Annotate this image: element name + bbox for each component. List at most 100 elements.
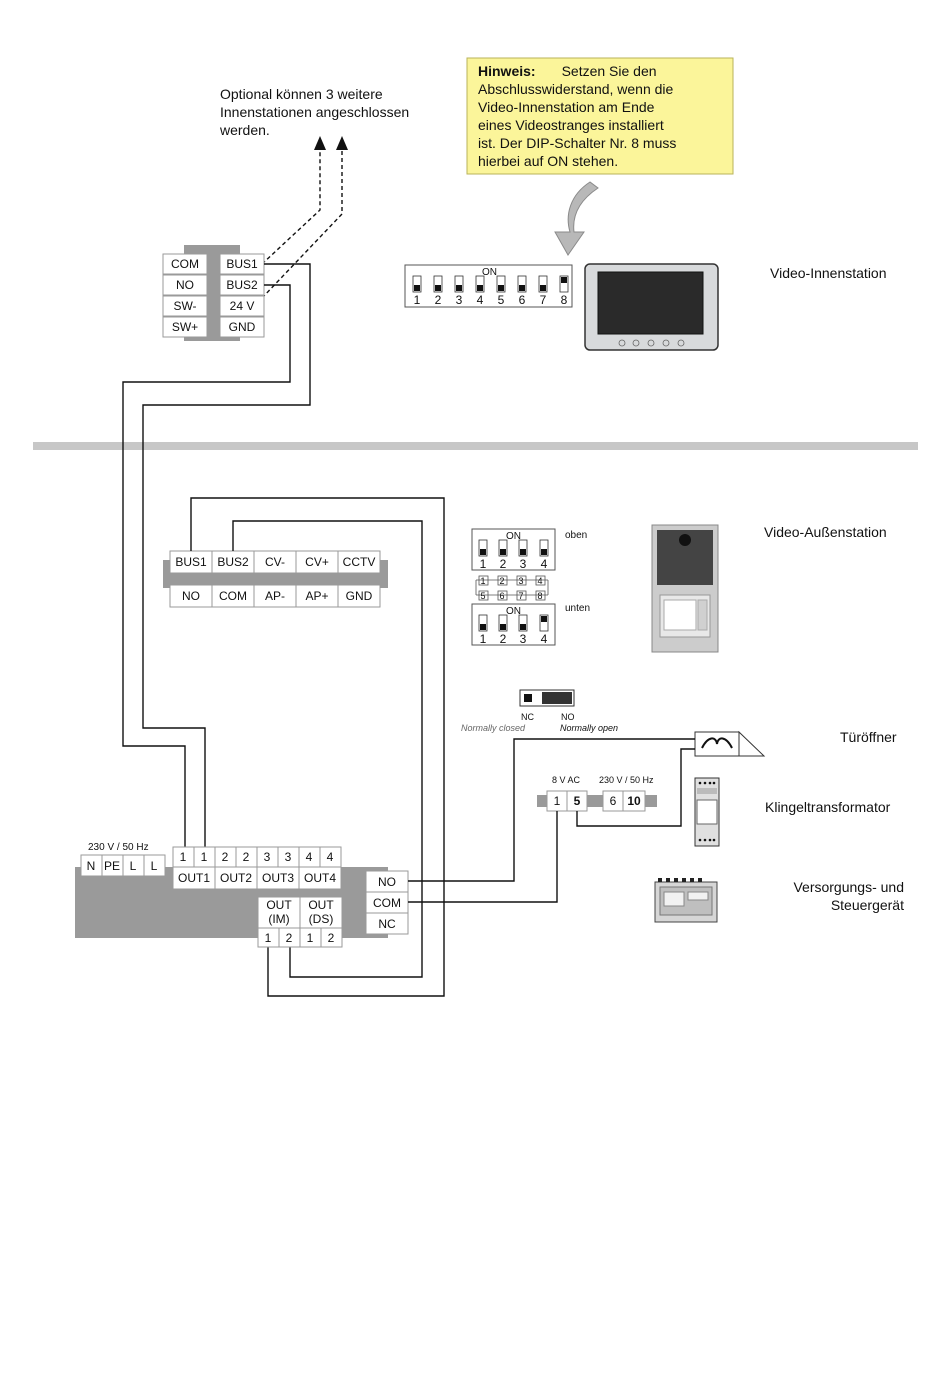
svg-text:hierbei auf ON stehen.: hierbei auf ON stehen.	[478, 153, 618, 169]
wire-outdoor-bus2	[232, 520, 423, 978]
svg-text:7: 7	[540, 293, 547, 307]
terminal-com: COM	[171, 257, 199, 271]
svg-text:5: 5	[498, 293, 505, 307]
svg-text:COM: COM	[373, 896, 401, 910]
terminal-bus1: BUS1	[226, 257, 258, 271]
svg-text:1: 1	[480, 576, 485, 586]
svg-text:2: 2	[222, 850, 229, 864]
wire-bus2	[122, 284, 291, 848]
svg-text:ON: ON	[506, 531, 521, 542]
label-bell-transformer: Klingeltransformator	[765, 799, 891, 815]
arrow-up-icon	[314, 136, 326, 150]
svg-text:1: 1	[201, 850, 208, 864]
controller-unit: 230 V / 50 Hz N PE L L 1 1 2 2 3 3 4 4 O…	[75, 842, 409, 948]
svg-text:7: 7	[518, 591, 523, 601]
svg-text:2: 2	[500, 632, 507, 646]
svg-text:N: N	[87, 859, 96, 873]
label-door-opener: Türöffner	[840, 729, 897, 745]
svg-text:(IM): (IM)	[268, 912, 289, 926]
svg-text:4: 4	[541, 557, 548, 571]
svg-text:Optional können 3 weitere: Optional können 3 weitere	[220, 86, 383, 102]
svg-text:NO: NO	[561, 712, 575, 722]
svg-text:CV+: CV+	[305, 555, 329, 569]
svg-text:1: 1	[480, 557, 487, 571]
dip-switch-outdoor: ON 1 2 3 4 oben 1 2 3 4 5 6 7 8	[471, 528, 590, 646]
svg-text:5: 5	[480, 591, 485, 601]
optional-bus1-line	[261, 140, 321, 265]
wire-transformer-5	[576, 748, 695, 827]
hint-box: Hinweis:Setzen Sie den Abschlusswidersta…	[466, 57, 734, 175]
svg-text:230 V / 50 Hz: 230 V / 50 Hz	[88, 842, 149, 853]
svg-text:werden.: werden.	[219, 122, 270, 138]
svg-text:Normally closed: Normally closed	[461, 723, 526, 733]
svg-text:1: 1	[307, 931, 314, 945]
outdoor-terminal-block: BUS1 BUS2 CV- CV+ CCTV NO COM AP- AP+ GN…	[163, 550, 388, 608]
svg-text:OUT3: OUT3	[262, 871, 294, 885]
svg-text:8 V AC: 8 V AC	[552, 775, 581, 785]
label-supply-unit: Versorgungs- und	[793, 879, 904, 895]
label-outdoor-station: Video-Außenstation	[764, 524, 887, 540]
svg-text:AP-: AP-	[265, 589, 285, 603]
bell-transformer-icon	[694, 777, 720, 847]
svg-text:OUT4: OUT4	[304, 871, 336, 885]
svg-text:3: 3	[264, 850, 271, 864]
svg-text:6: 6	[519, 293, 526, 307]
svg-text:oben: oben	[565, 530, 587, 541]
svg-text:3: 3	[285, 850, 292, 864]
terminal-sw-minus: SW-	[173, 299, 196, 313]
optional-note: Optional können 3 weitere Innenstationen…	[219, 86, 409, 138]
svg-text:unten: unten	[565, 603, 590, 614]
svg-text:Innenstationen angeschlossen: Innenstationen angeschlossen	[220, 104, 409, 120]
svg-text:3: 3	[456, 293, 463, 307]
label-indoor-station: Video-Innenstation	[770, 265, 887, 281]
svg-text:3: 3	[520, 632, 527, 646]
terminal-bus2: BUS2	[226, 278, 258, 292]
wire-relay-com	[408, 811, 558, 903]
svg-text:4: 4	[306, 850, 313, 864]
section-separator	[33, 442, 918, 450]
svg-text:Video-Innenstation am Ende: Video-Innenstation am Ende	[478, 99, 655, 115]
svg-text:4: 4	[541, 632, 548, 646]
svg-text:Steuergerät: Steuergerät	[831, 897, 904, 913]
svg-text:4: 4	[537, 576, 542, 586]
svg-text:Abschlusswiderstand, wenn die: Abschlusswiderstand, wenn die	[478, 81, 674, 97]
svg-text:1: 1	[180, 850, 187, 864]
svg-text:CV-: CV-	[265, 555, 285, 569]
svg-text:OUT1: OUT1	[178, 871, 210, 885]
svg-text:2: 2	[286, 931, 293, 945]
door-opener-icon	[694, 730, 766, 757]
svg-text:OUT: OUT	[266, 898, 292, 912]
svg-text:1: 1	[480, 632, 487, 646]
svg-text:L: L	[151, 859, 158, 873]
svg-text:4: 4	[327, 850, 334, 864]
svg-text:L: L	[130, 859, 137, 873]
svg-text:NO: NO	[182, 589, 200, 603]
wire-outdoor-bus1	[190, 497, 445, 997]
dip-switch-indoor: ON 1 2 3 4 5 6 7 8	[404, 264, 573, 308]
svg-text:GND: GND	[346, 589, 373, 603]
optional-bus2-line	[261, 140, 343, 299]
svg-text:1: 1	[414, 293, 421, 307]
svg-text:PE: PE	[104, 859, 120, 873]
svg-text:5: 5	[574, 794, 581, 808]
svg-text:1: 1	[265, 931, 272, 945]
svg-text:1: 1	[554, 794, 561, 808]
svg-text:BUS2: BUS2	[217, 555, 249, 569]
svg-text:Hinweis:Setzen Sie den: Hinweis:Setzen Sie den	[478, 63, 657, 79]
svg-text:ON: ON	[482, 267, 497, 278]
svg-text:ON: ON	[506, 606, 521, 617]
svg-text:8: 8	[537, 591, 542, 601]
svg-text:2: 2	[500, 557, 507, 571]
svg-text:OUT2: OUT2	[220, 871, 252, 885]
svg-text:Normally open: Normally open	[560, 723, 618, 733]
svg-text:NO: NO	[378, 875, 396, 889]
terminal-sw-plus: SW+	[172, 320, 198, 334]
svg-text:ist. Der DIP-Schalter Nr. 8 mu: ist. Der DIP-Schalter Nr. 8 muss	[478, 135, 676, 151]
svg-text:230 V / 50 Hz: 230 V / 50 Hz	[599, 775, 654, 785]
jumper-nc-no: NC NO Normally closed Normally open	[461, 689, 618, 733]
wire-relay-no	[408, 738, 695, 882]
svg-text:NC: NC	[521, 712, 534, 722]
indoor-terminal-block: COM NO SW- SW+ BUS1 BUS2 24 V GND	[162, 245, 265, 341]
svg-text:8: 8	[561, 293, 568, 307]
